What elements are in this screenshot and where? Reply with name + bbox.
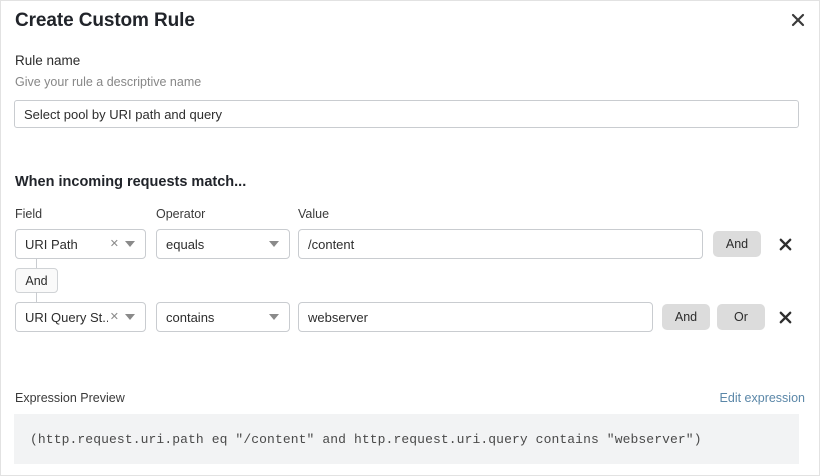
close-icon[interactable] [785,7,811,33]
chevron-down-icon [269,241,279,247]
connector-line-bottom [36,292,37,302]
clear-icon[interactable]: ✕ [109,237,119,250]
column-header-value: Value [298,207,330,221]
expression-preview-label: Expression Preview [15,391,125,405]
operator-select-2[interactable]: contains [156,302,290,332]
connector-line-top [36,259,37,269]
operator-select-2-value: contains [166,309,215,325]
value-input-1[interactable] [298,229,703,259]
and-button-2[interactable]: And [662,304,710,330]
field-select-2[interactable]: URI Query St... ✕ [15,302,146,332]
and-button-1[interactable]: And [713,231,761,257]
chevron-down-icon [269,314,279,320]
column-header-field: Field [15,207,43,221]
connector-and-badge[interactable]: And [15,268,58,293]
value-input-2[interactable] [298,302,653,332]
or-button-2[interactable]: Or [717,304,765,330]
chevron-down-icon [125,314,135,320]
remove-icon[interactable] [772,304,798,330]
operator-select-1-value: equals [166,236,205,252]
column-header-operator: Operator [156,207,206,221]
field-select-2-value: URI Query St... [25,309,108,325]
expression-preview-code: (http.request.uri.path eq "/content" and… [30,431,702,447]
chevron-down-icon [125,241,135,247]
rule-name-help-text: Give your rule a descriptive name [15,75,202,89]
dialog-title: Create Custom Rule [15,10,195,31]
rule-name-label: Rule name [15,53,81,68]
remove-icon[interactable] [772,231,798,257]
field-select-1-value: URI Path [25,236,78,252]
condition-row: URI Path ✕ equals And [1,229,820,259]
match-section-heading: When incoming requests match... [15,174,247,190]
field-select-1[interactable]: URI Path ✕ [15,229,146,259]
expression-preview-box: (http.request.uri.path eq "/content" and… [14,414,799,464]
condition-row: URI Query St... ✕ contains And Or [1,302,820,332]
rule-name-input[interactable] [14,100,799,128]
clear-icon[interactable]: ✕ [109,310,119,323]
edit-expression-link[interactable]: Edit expression [719,391,805,405]
operator-select-1[interactable]: equals [156,229,290,259]
